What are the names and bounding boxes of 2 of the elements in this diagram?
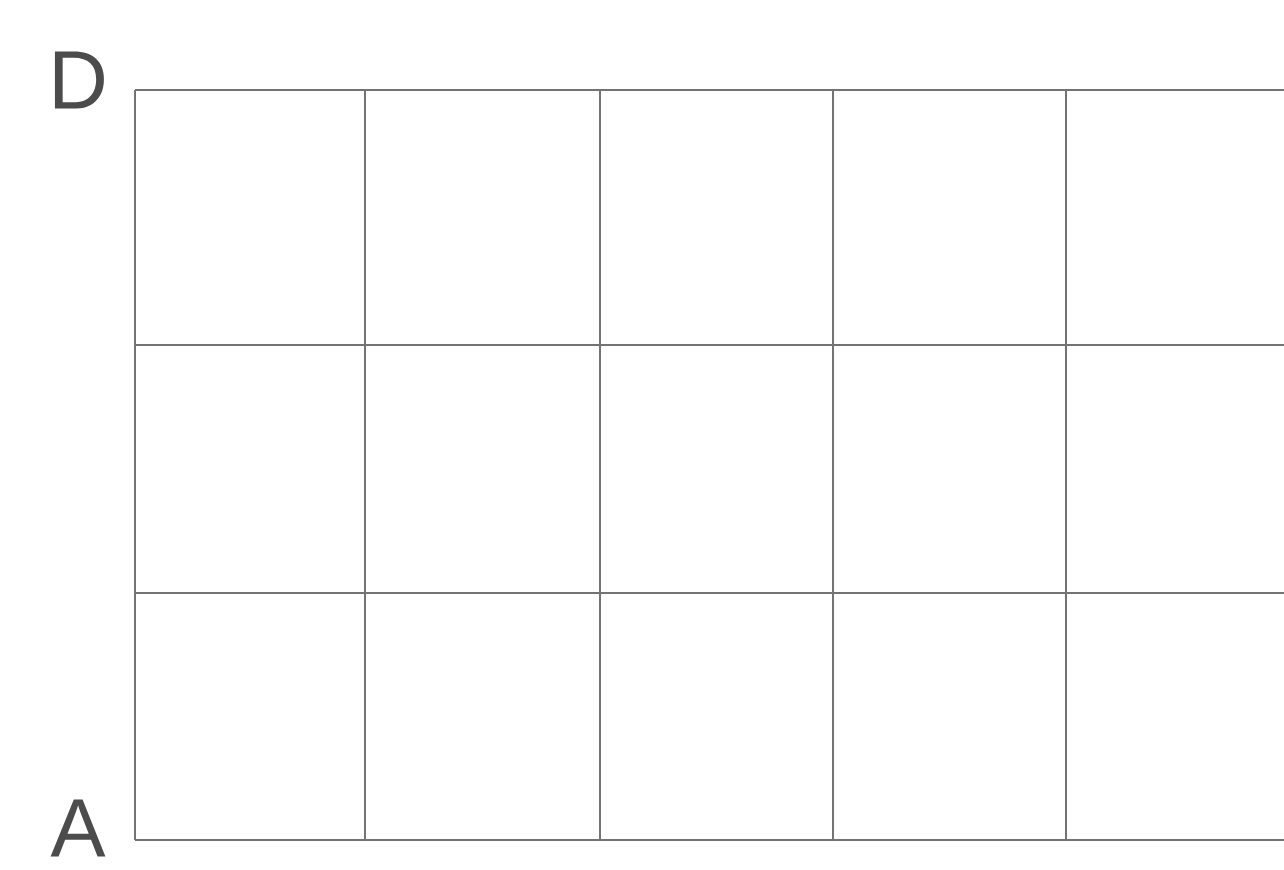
vertex-label: A: [50, 799, 106, 857]
vertex-label: D: [54, 51, 104, 109]
